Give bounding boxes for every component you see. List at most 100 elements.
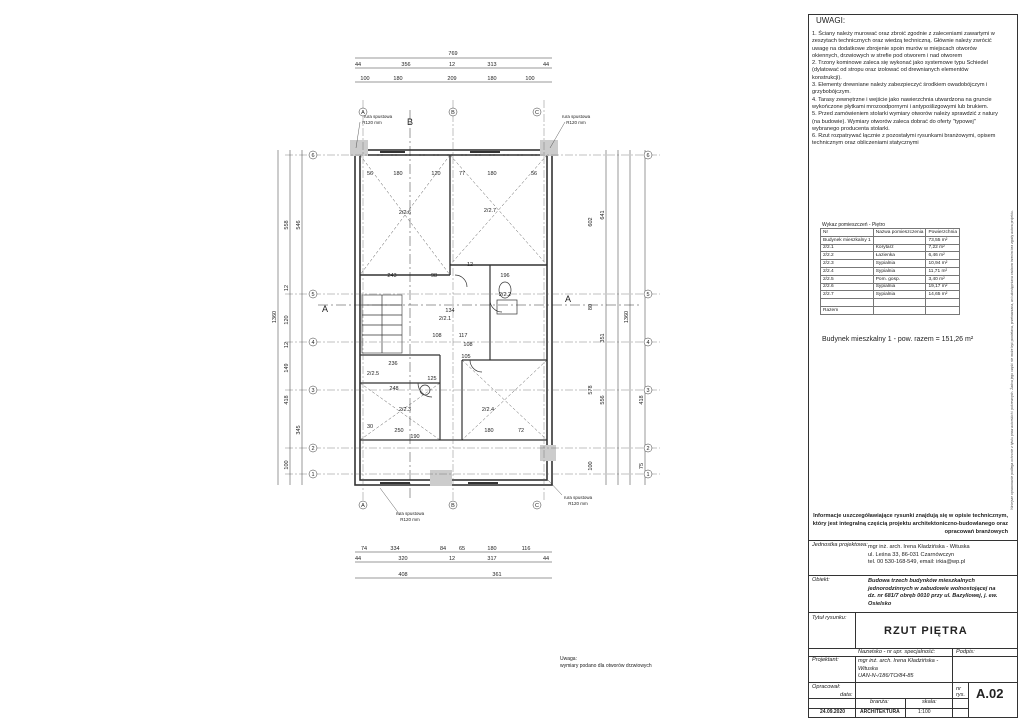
date-value: 24.09.2020: [820, 709, 846, 715]
svg-text:A: A: [322, 304, 328, 314]
svg-text:74: 74: [361, 546, 367, 552]
total-area: Budynek mieszkalny 1 - pow. razem = 151,…: [822, 336, 974, 343]
date-label: data:: [840, 692, 853, 698]
svg-text:R120 mm: R120 mm: [566, 120, 586, 125]
svg-text:44: 44: [543, 556, 549, 562]
svg-text:108: 108: [432, 333, 441, 339]
svg-text:2: 2: [311, 446, 314, 452]
svg-text:248: 248: [389, 386, 398, 392]
svg-text:236: 236: [388, 361, 397, 367]
info-block: Informacje uszczegóławiające rysunki zna…: [812, 513, 1008, 535]
scale-value: 1:100: [918, 709, 931, 715]
copyright-note: Niniejsze opracowanie podlega ochronie z…: [1010, 210, 1014, 510]
note-item: 4. Tarasy zewnętrzne i wejście jako nawi…: [812, 96, 992, 110]
unit-label: Jednostka projektowa:: [812, 542, 868, 548]
svg-text:120: 120: [284, 315, 290, 324]
svg-text:C: C: [535, 110, 539, 116]
svg-text:65: 65: [459, 546, 465, 552]
svg-text:rura spustowa: rura spustowa: [364, 114, 393, 119]
designer-label: Projektant:: [812, 657, 839, 663]
notes-list: 1. Ściany należy murować oraz zbroić zgo…: [812, 31, 998, 148]
svg-text:75: 75: [639, 463, 645, 469]
room-label: 2/2.3: [399, 407, 411, 413]
svg-text:602: 602: [588, 217, 594, 226]
object-value: Budowa trzech budynków mieszkalnych jedn…: [868, 578, 998, 607]
bottom-note: Uwaga: wymiary podano dla otworów drzwio…: [560, 656, 652, 669]
svg-text:334: 334: [390, 546, 399, 552]
scale-label: skala:: [922, 699, 937, 705]
svg-text:100: 100: [284, 460, 290, 469]
svg-text:R120 mm: R120 mm: [568, 501, 588, 506]
svg-text:180: 180: [484, 428, 493, 434]
sheet-no-label: nr rys.: [956, 686, 966, 698]
svg-text:180: 180: [487, 171, 496, 177]
svg-text:125: 125: [427, 376, 436, 382]
svg-text:B: B: [451, 110, 455, 116]
svg-text:12: 12: [284, 285, 290, 291]
svg-text:313: 313: [487, 62, 496, 68]
svg-text:134: 134: [445, 308, 454, 314]
svg-text:3: 3: [311, 388, 314, 394]
svg-text:C: C: [535, 503, 539, 509]
title-panel: [808, 14, 1018, 718]
rooms-table-caption: Wykaz pomieszczeń - Piętro: [822, 222, 886, 228]
room-label: 2/2.2: [499, 292, 511, 298]
branch-label: branża:: [870, 699, 889, 705]
svg-text:108: 108: [463, 342, 472, 348]
svg-text:209: 209: [447, 76, 456, 82]
note-item: 1. Ściany należy murować oraz zbroić zgo…: [812, 31, 995, 59]
svg-text:R120 mm: R120 mm: [362, 120, 382, 125]
svg-text:98: 98: [431, 273, 437, 279]
svg-text:B: B: [407, 117, 413, 127]
svg-text:B: B: [451, 503, 455, 509]
svg-text:120: 120: [431, 171, 440, 177]
svg-text:A: A: [361, 503, 365, 509]
svg-text:641: 641: [600, 210, 606, 219]
svg-text:44: 44: [355, 62, 361, 68]
svg-text:356: 356: [401, 62, 410, 68]
svg-text:196: 196: [500, 273, 509, 279]
note-item: 5. Przed zamówieniem stolarki wymiary ot…: [812, 111, 998, 132]
room-label: 2/2.6: [399, 210, 411, 216]
svg-text:rura spustowa: rura spustowa: [562, 114, 591, 119]
svg-text:105: 105: [461, 354, 470, 360]
svg-text:rura spustowa: rura spustowa: [396, 511, 425, 516]
room-label: 2/2.1: [439, 316, 451, 322]
notes-title: UWAGI:: [816, 16, 846, 25]
svg-text:5: 5: [311, 292, 314, 298]
svg-text:180: 180: [487, 546, 496, 552]
drawing-title: RZUT PIĘTRA: [884, 625, 968, 637]
svg-text:317: 317: [487, 556, 496, 562]
name-label: Nazwisko - nr upr. specjalność:: [858, 649, 936, 655]
note-item: 6. Rzut rozpatrywać łącznie z pozostałym…: [812, 133, 996, 147]
svg-text:361: 361: [492, 572, 501, 578]
svg-text:80: 80: [588, 304, 594, 310]
svg-text:44: 44: [543, 62, 549, 68]
table-row: Nr Nazwa pomieszczenia Powierzchnia: [820, 228, 960, 237]
svg-text:556: 556: [600, 395, 606, 404]
svg-text:558: 558: [284, 220, 290, 229]
top-dim-total: 769: [448, 51, 457, 57]
svg-text:180: 180: [393, 76, 402, 82]
svg-text:180: 180: [393, 171, 402, 177]
svg-text:12: 12: [449, 62, 455, 68]
svg-text:117: 117: [459, 333, 468, 339]
svg-text:1: 1: [311, 472, 314, 478]
room-label: 2/2.4: [482, 407, 494, 413]
svg-text:408: 408: [398, 572, 407, 578]
svg-text:56: 56: [367, 171, 373, 177]
unit-value: mgr inż. arch. Irena Kładzińska - Witusk…: [868, 544, 970, 566]
svg-text:56: 56: [531, 171, 537, 177]
prepared-label: Opracował:: [812, 684, 841, 690]
svg-text:3: 3: [646, 388, 649, 394]
table-row: [820, 298, 960, 307]
svg-text:351: 351: [600, 333, 606, 342]
svg-text:149: 149: [284, 363, 290, 372]
svg-text:A: A: [565, 294, 571, 304]
